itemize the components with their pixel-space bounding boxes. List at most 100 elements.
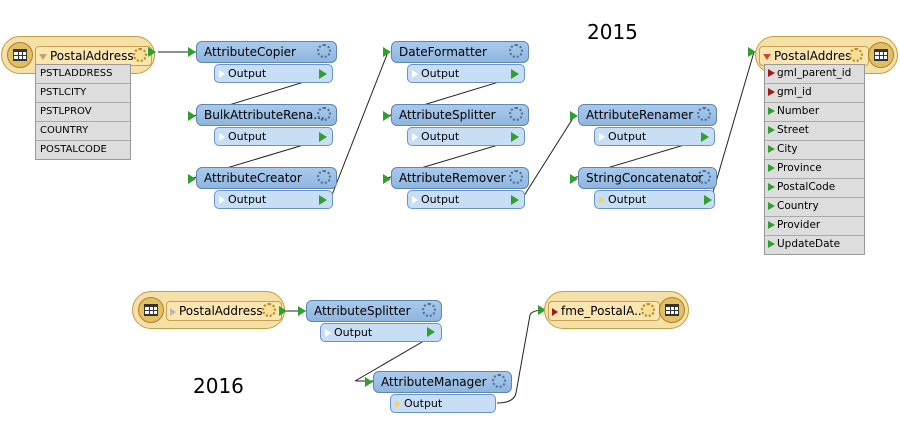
port-pin-icon[interactable] [768,69,775,77]
input-port-icon[interactable] [188,174,196,184]
port-label: Output [228,130,267,143]
writer-fme-postaladdress-2016[interactable]: fme_PostalA... [544,291,689,329]
transformer-title[interactable]: AttributeCopier [196,41,337,63]
expand-arrow-icon[interactable] [170,308,176,316]
table-icon [138,297,164,323]
port-label: Output [228,67,267,80]
gear-icon[interactable] [697,107,711,121]
port-pin-icon[interactable] [768,240,775,248]
gear-icon[interactable] [509,44,523,58]
transformer-title[interactable]: BulkAttributeRena... [196,104,337,126]
port-arrow-icon [219,133,225,141]
output-port-icon[interactable] [148,47,156,57]
reader-attribute-list: PSTLADDRESS PSTLCITY PSTLPROV COUNTRY PO… [35,64,131,160]
output-port-icon[interactable] [427,327,435,337]
input-port-icon[interactable] [383,47,391,57]
output-port-icon[interactable] [319,195,327,205]
attribute-item: gml_id [765,84,864,103]
output-port-icon[interactable] [511,132,519,142]
year-label-2015: 2015 [587,20,638,44]
output-port[interactable]: Output [594,190,715,209]
transformer-title[interactable]: AttributeSplitter [391,104,529,126]
input-port-icon[interactable] [383,111,391,121]
gear-icon[interactable] [492,374,506,388]
output-port-icon[interactable] [701,132,709,142]
gear-icon[interactable] [509,170,523,184]
input-port-icon[interactable] [298,306,306,316]
port-pin-icon[interactable] [768,126,775,134]
output-port[interactable]: Output [407,190,525,209]
output-port-icon[interactable] [704,195,712,205]
transformer-title[interactable]: AttributeManager [373,371,512,393]
gear-icon[interactable] [509,107,523,121]
input-port-icon[interactable] [538,305,546,315]
port-pin-icon[interactable] [768,107,775,115]
output-port[interactable]: Output [407,64,525,83]
port-pin-icon[interactable] [768,145,775,153]
output-port[interactable]: Output [390,394,496,413]
output-port-icon[interactable] [511,195,519,205]
input-port-icon[interactable] [748,47,756,57]
reader-postaladdress-2016[interactable]: PostalAddress [132,291,285,329]
port-pin-icon[interactable] [768,183,775,191]
gear-icon[interactable] [317,107,331,121]
writer-title: fme_PostalA... [561,304,646,318]
port-pin-icon[interactable] [768,88,775,96]
transformer-title[interactable]: AttributeCreator [196,167,337,189]
output-port[interactable]: Output [214,64,333,83]
gear-icon[interactable] [262,303,276,317]
input-port-icon[interactable] [188,47,196,57]
port-label: Output [421,67,460,80]
attribute-item: POSTALCODE [40,144,107,155]
port-pin-icon[interactable] [768,221,775,229]
attribute-item: UpdateDate [765,236,864,254]
input-port-icon[interactable] [570,174,578,184]
input-port-icon[interactable] [383,174,391,184]
port-arrow-icon [395,400,401,408]
collapse-arrow-icon[interactable] [763,54,771,60]
port-pin-icon[interactable] [768,202,775,210]
attribute-item: COUNTRY [36,122,130,141]
gear-icon[interactable] [133,48,147,62]
year-label-2016: 2016 [193,374,244,398]
input-port-icon[interactable] [570,111,578,121]
attribute-item: Province [765,160,864,179]
output-port-icon[interactable] [319,69,327,79]
port-label: Output [608,130,647,143]
transformer-title[interactable]: AttributeSplitter [306,300,442,322]
attribute-item: PSTLCITY [36,84,130,103]
writer-attribute-list: gml_parent_id gml_id Number Street City … [764,64,865,255]
input-port-icon[interactable] [188,111,196,121]
transformer-title[interactable]: DateFormatter [391,41,529,63]
port-arrow-icon [412,133,418,141]
writer-header[interactable]: fme_PostalA... [548,301,660,321]
transformer-title[interactable]: AttributeRenamer [578,104,717,126]
port-arrow-icon [325,329,331,337]
gear-icon[interactable] [317,44,331,58]
reader-header[interactable]: PostalAddress [166,301,282,321]
output-port[interactable]: Output [407,127,525,146]
output-port-icon[interactable] [511,69,519,79]
gear-icon[interactable] [641,303,655,317]
output-port[interactable]: Output [214,190,333,209]
transformer-title[interactable]: AttributeRemover [391,167,529,189]
table-icon [868,42,894,68]
expand-arrow-icon[interactable] [552,308,558,316]
transformer-title[interactable]: StringConcatenator [578,167,717,189]
gear-icon[interactable] [697,170,711,184]
port-arrow-icon [219,196,225,204]
input-port-icon[interactable] [365,377,373,387]
output-port-icon[interactable] [319,132,327,142]
gear-icon[interactable] [422,303,436,317]
gear-icon[interactable] [849,48,863,62]
collapse-arrow-icon[interactable] [39,54,47,60]
gear-icon[interactable] [317,170,331,184]
output-port[interactable]: Output [594,127,715,146]
output-port[interactable]: Output [320,323,442,342]
attribute-item: Number [765,103,864,122]
output-port[interactable]: Output [214,127,333,146]
attribute-item: gml_parent_id [765,65,864,84]
port-pin-icon[interactable] [768,164,775,172]
attribute-item: Provider [765,217,864,236]
output-port-icon[interactable] [279,306,287,316]
